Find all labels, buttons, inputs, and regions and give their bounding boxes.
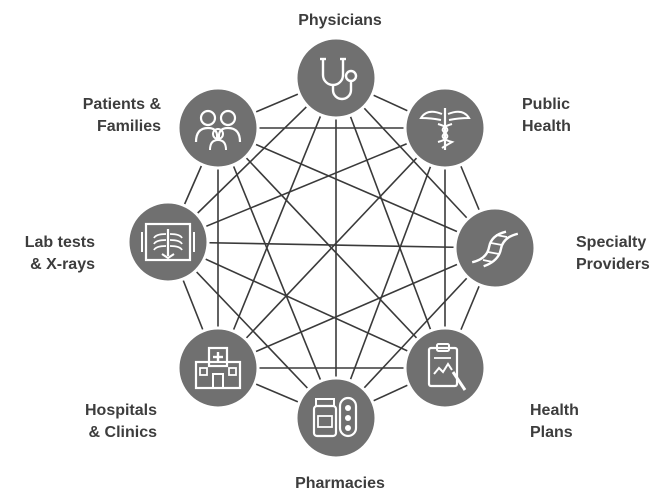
label-line: Specialty <box>576 234 647 251</box>
node-physicians <box>294 36 378 120</box>
label-line: Providers <box>576 256 650 273</box>
label-line: Lab tests <box>24 234 95 251</box>
label-line: Public <box>522 96 571 113</box>
dna-icon <box>471 230 519 268</box>
edge-specialty-providers-patients-families <box>217 127 496 249</box>
label-line: Physicians <box>298 12 382 29</box>
stethoscope-icon <box>320 57 358 101</box>
label-line: Plans <box>530 424 573 441</box>
label-line: Hospitals <box>84 402 157 419</box>
label-line: & X-rays <box>30 256 95 273</box>
label-line: & Clinics <box>88 424 157 441</box>
label-specialty-providers: Specialty Providers <box>576 232 650 276</box>
label-health-plans: Health Plans <box>530 400 579 444</box>
node-circle <box>294 36 378 120</box>
node-pharmacies <box>294 376 378 460</box>
nodes-layer <box>126 36 537 460</box>
label-line: Health <box>530 402 579 419</box>
label-physicians: Physicians <box>298 10 382 32</box>
node-lab-tests-xrays <box>126 200 210 284</box>
edge-public-health-pharmacies <box>335 127 446 419</box>
edge-physicians-health-plans <box>335 77 446 369</box>
node-health-plans <box>403 326 487 410</box>
edge-public-health-lab-tests-xrays <box>167 127 446 243</box>
edge-health-plans-patients-families <box>217 127 446 369</box>
node-public-health <box>403 86 487 170</box>
family-icon <box>194 109 242 151</box>
label-pharmacies: Pharmacies <box>295 473 385 495</box>
label-patients-families: Patients & Families <box>83 94 161 138</box>
pill-bottle-icon <box>312 396 358 438</box>
label-line: Families <box>96 118 161 135</box>
node-circle <box>176 326 260 410</box>
node-specialty-providers <box>453 206 537 290</box>
edge-specialty-providers-lab-tests-xrays <box>167 241 496 249</box>
edge-pharmacies-patients-families <box>217 127 337 419</box>
edge-physicians-hospitals-clinics <box>217 77 337 369</box>
node-hospitals-clinics <box>176 326 260 410</box>
label-public-health: Public Health <box>522 94 571 138</box>
label-line: Health <box>522 118 571 135</box>
label-lab-tests-xrays: Lab tests & X-rays <box>25 232 95 276</box>
label-line: Patients & <box>82 96 161 113</box>
label-line: Pharmacies <box>295 475 385 492</box>
edge-specialty-providers-hospitals-clinics <box>217 247 496 369</box>
node-patients-families <box>176 86 260 170</box>
clipboard-pen-icon <box>427 343 467 391</box>
caduceus-icon <box>419 108 471 150</box>
xray-icon <box>141 222 195 262</box>
edge-health-plans-lab-tests-xrays <box>167 241 446 369</box>
hospital-building-icon <box>194 346 242 390</box>
label-hospitals-clinics: Hospitals & Clinics <box>85 400 157 444</box>
node-circle <box>453 206 537 290</box>
